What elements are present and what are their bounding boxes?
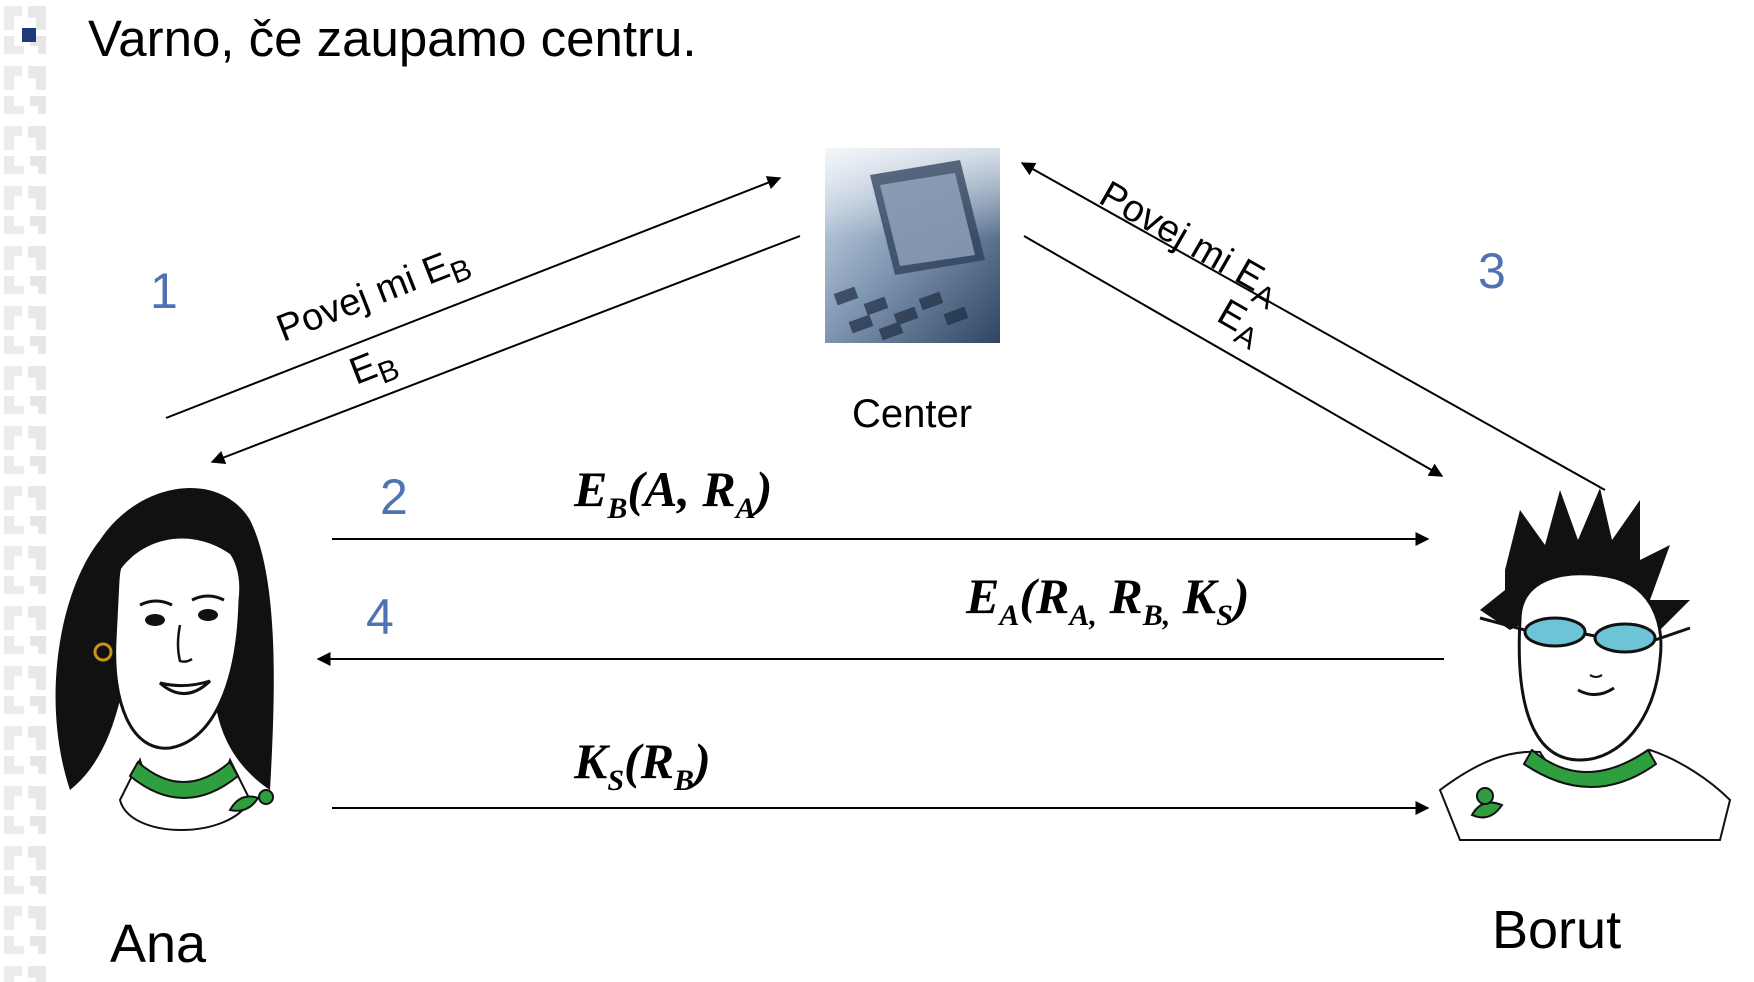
arrow-center-to-borut (1023, 235, 1444, 477)
step4-message: EA(RA, RB, KS) (965, 568, 1249, 632)
center-label: Center (852, 392, 972, 436)
step-number-1: 1 (150, 263, 178, 319)
computer-keyboard-icon (825, 148, 1000, 343)
bullet-marker (22, 28, 36, 42)
left-border-pattern (0, 0, 50, 982)
borut-cartoon-icon (1438, 488, 1732, 841)
ana-cartoon-icon (55, 487, 274, 831)
ana-name-label: Ana (110, 914, 207, 974)
slide-headline: Varno, če zaupamo centru. (88, 10, 697, 67)
step5-message: KS(RB) (573, 733, 711, 797)
step3-request-label: Povej mi EA (1089, 173, 1288, 316)
step-number-2: 2 (380, 469, 408, 525)
step-number-4: 4 (366, 589, 394, 645)
arrow-center-to-ana (210, 235, 801, 465)
step2-message: EB(A, RA) (573, 461, 772, 525)
step1-request-label: Povej mi EB (271, 238, 477, 357)
arrow-ana-to-center (165, 176, 782, 419)
step-number-3: 3 (1478, 243, 1506, 299)
arrow-borut-to-center (1020, 162, 1606, 491)
borut-name-label: Borut (1492, 900, 1621, 960)
